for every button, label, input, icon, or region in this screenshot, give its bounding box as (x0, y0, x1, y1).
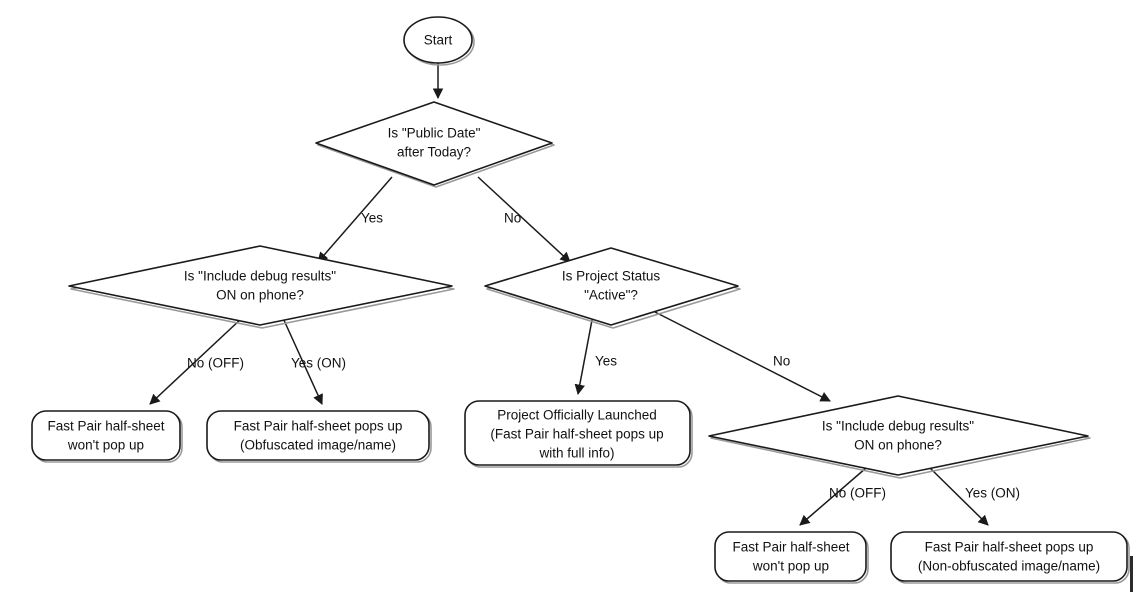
edge-label-public-date-yes: Yes (361, 211, 383, 226)
edge-label-debug-right-yes: Yes (ON) (965, 486, 1020, 501)
edge-label-debug-left-no: No (OFF) (187, 356, 244, 371)
debug-right-line1: Is "Include debug results" (822, 419, 974, 434)
term-launched-line1: Project Officially Launched (497, 408, 657, 423)
debug-left-line2: ON on phone? (216, 288, 304, 303)
node-start[interactable]: Start (403, 16, 475, 66)
node-debug-results-right-decision[interactable]: Is "Include debug results" ON on phone? (708, 395, 1091, 479)
edge-label-debug-left-yes: Yes (ON) (291, 356, 346, 371)
public-date-line2: after Today? (397, 145, 471, 160)
edge-label-project-status-no: No (773, 354, 790, 369)
project-status-line2: "Active"? (584, 288, 638, 303)
edge-debug-right-yes (929, 467, 989, 526)
term-right-off-line2: won't pop up (752, 559, 829, 574)
term-left-off-line2: won't pop up (67, 438, 144, 453)
edge-label-public-date-no: No (504, 211, 521, 226)
project-status-line1: Is Project Status (562, 269, 661, 284)
edge-debug-left-yes (282, 317, 323, 405)
term-launched-line2: (Fast Pair half-sheet pops up (490, 427, 663, 442)
node-debug-results-left-decision[interactable]: Is "Include debug results" ON on phone? (68, 245, 455, 329)
edge-label-debug-right-no: No (OFF) (829, 486, 886, 501)
debug-left-line1: Is "Include debug results" (184, 269, 336, 284)
edge-project-status-no (654, 311, 831, 402)
term-launched-shape (464, 400, 691, 466)
public-date-line1: Is "Public Date" (388, 126, 481, 141)
debug-right-line2: ON on phone? (854, 438, 942, 453)
edge-debug-left-no (149, 317, 243, 405)
term-right-on-line1: Fast Pair half-sheet pops up (925, 540, 1094, 555)
page-edge-marker (1130, 556, 1133, 592)
edge-debug-right-no (799, 467, 867, 526)
edge-public-date-no (477, 176, 571, 263)
term-left-on-shape (206, 410, 430, 461)
node-project-status-decision[interactable]: Is Project Status "Active"? (484, 247, 741, 329)
term-right-on-line2: (Non-obfuscated image/name) (918, 559, 1100, 574)
project-status-shape (484, 247, 739, 326)
start-shape (403, 16, 473, 64)
public-date-shape (315, 101, 553, 186)
term-left-off-shape (31, 410, 181, 461)
edge-label-project-status-yes: Yes (595, 354, 617, 369)
node-terminal-left-off[interactable]: Fast Pair half-sheet won't pop up (31, 410, 183, 463)
term-left-on-line2: (Obfuscated image/name) (240, 438, 396, 453)
term-right-off-shape (714, 531, 867, 582)
term-left-off-line1: Fast Pair half-sheet (47, 419, 164, 434)
term-launched-line3: with full info) (538, 446, 614, 461)
debug-left-shape (68, 245, 453, 326)
node-terminal-project-launched[interactable]: Project Officially Launched (Fast Pair h… (464, 400, 693, 468)
node-terminal-right-on[interactable]: Fast Pair half-sheet pops up (Non-obfusc… (890, 531, 1130, 584)
edge-project-status-yes (574, 319, 593, 396)
debug-right-shape (708, 395, 1089, 476)
term-right-off-line1: Fast Pair half-sheet (732, 540, 849, 555)
node-terminal-left-on[interactable]: Fast Pair half-sheet pops up (Obfuscated… (206, 410, 432, 463)
edge-public-date-yes (317, 176, 393, 263)
term-left-on-line1: Fast Pair half-sheet pops up (234, 419, 403, 434)
start-label: Start (424, 33, 453, 48)
node-terminal-right-off[interactable]: Fast Pair half-sheet won't pop up (714, 531, 869, 584)
term-right-on-shape (890, 531, 1128, 582)
node-public-date-decision[interactable]: Is "Public Date" after Today? (315, 101, 555, 188)
